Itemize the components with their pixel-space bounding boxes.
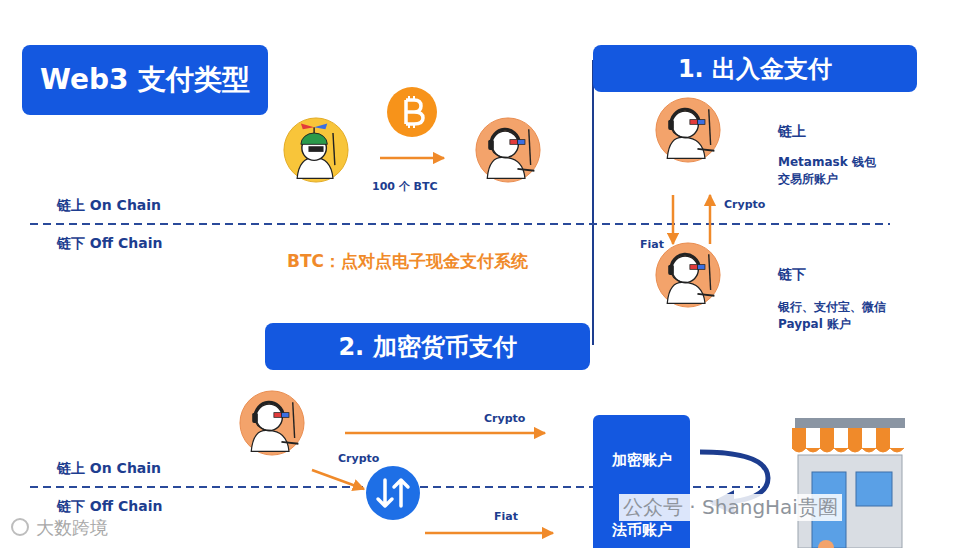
section-box: 2. 加密货币支付 (265, 323, 590, 370)
wallet-node: 链上 Metamask 钱包 交易所账户 (655, 98, 915, 192)
text-label: 链下 Off Chain (55, 235, 164, 253)
node-heading: 链下 (778, 265, 806, 285)
text-label: Crypto (482, 412, 527, 425)
node-heading: 链上 (778, 122, 806, 142)
text-label: 链上 On Chain (55, 460, 163, 478)
account-box: 加密账户法币账户 (593, 415, 690, 548)
flow-arrow (709, 195, 712, 244)
section-title: 2. 加密货币支付 (338, 331, 516, 363)
title-box: Web3 支付类型 (22, 45, 268, 115)
node-body: 法币账户 (593, 521, 690, 540)
section-box: 1. 出入金支付 (593, 45, 917, 92)
section-title: 1. 出入金支付 (678, 53, 832, 85)
watermark: 大数跨境 (34, 516, 110, 540)
edge-label: Crypto (722, 198, 767, 211)
node-body: Metamask 钱包 交易所账户 (778, 154, 898, 188)
text-label: 链上 On Chain (55, 197, 163, 215)
text-label: BTC：点对点电子现金支付系统 (285, 250, 530, 273)
node-heading: 加密账户 (593, 451, 690, 470)
wallet-node: 链下银行、支付宝、微信 Paypal 账户 (655, 245, 915, 335)
text-label: Crypto (336, 452, 381, 465)
text-label: Fiat (492, 510, 520, 523)
watermark: 公众号 · ShangHai贵圈 (619, 494, 842, 521)
text-label: 链下 Off Chain (55, 498, 164, 516)
flow-arrow (672, 195, 675, 244)
node-body: 银行、支付宝、微信 Paypal 账户 (778, 299, 900, 333)
edge-label: Fiat (638, 238, 666, 251)
title-text: Web3 支付类型 (40, 61, 250, 99)
text-label: 100 个 BTC (370, 179, 440, 194)
